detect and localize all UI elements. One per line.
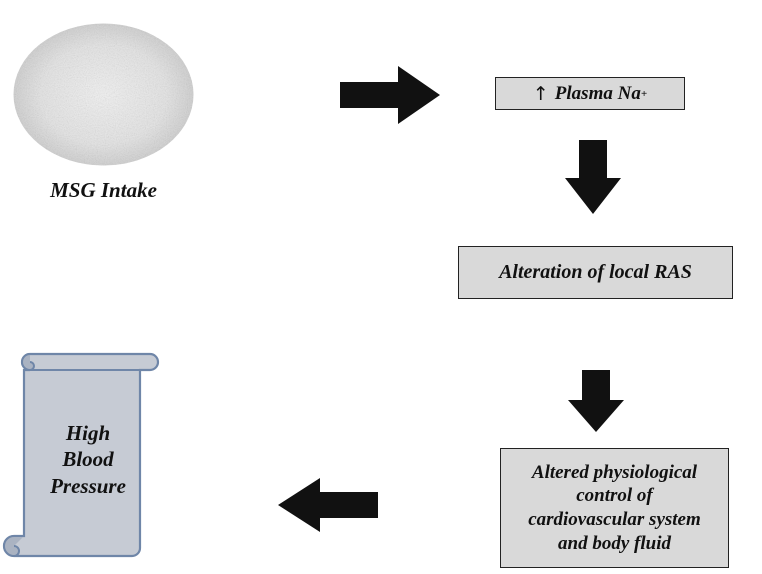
scroll-text-line: Blood [62, 447, 114, 472]
down-arrow-icon [568, 370, 624, 437]
up-arrow-icon: ↑ [532, 82, 549, 105]
plasma-sodium-box: ↑ Plasma Na+ [495, 77, 685, 110]
scroll-text-line: High [65, 421, 111, 445]
down-arrow-icon [565, 140, 621, 219]
msg-powder-image [12, 22, 195, 167]
high-blood-pressure-label: High Blood Pressure [38, 420, 138, 499]
plasma-sodium-label: Plasma Na [554, 82, 641, 104]
altered-control-line: Altered physiological [531, 461, 698, 483]
altered-control-line: cardiovascular system [528, 509, 701, 530]
local-ras-label: Alteration of local RAS [499, 261, 692, 283]
scroll-icon [2, 348, 162, 564]
altered-control-line: and body fluid [558, 532, 671, 554]
altered-control-line: control of [576, 485, 653, 507]
msg-intake-label: MSG Intake [50, 178, 157, 202]
altered-control-box: Altered physiological control of cardiov… [500, 448, 729, 568]
right-arrow-icon [340, 66, 440, 129]
scroll-text-line: Pressure [50, 473, 126, 498]
left-arrow-icon [278, 478, 378, 537]
plasma-sodium-superscript: + [640, 87, 648, 100]
local-ras-box: Alteration of local RAS [458, 246, 733, 299]
